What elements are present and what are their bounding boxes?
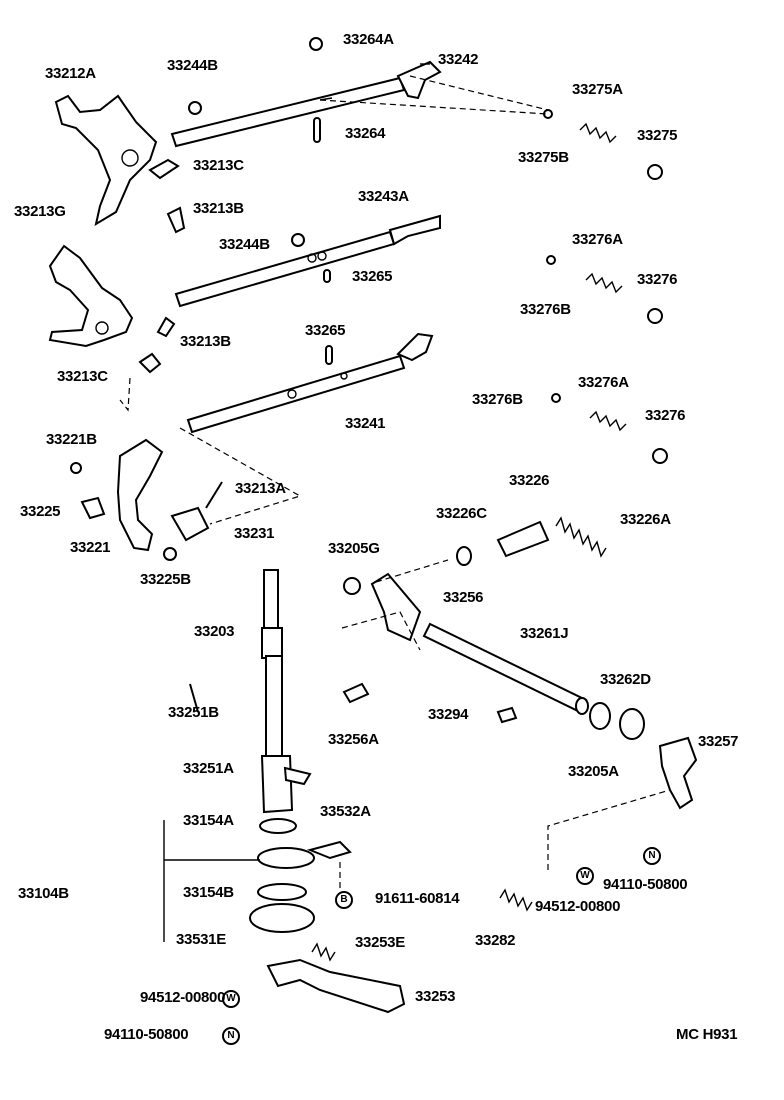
part-label: 33213C <box>57 368 108 385</box>
part-label: 33253 <box>415 988 456 1005</box>
shaft-33261J <box>422 622 589 715</box>
part-label: 33276 <box>645 407 686 424</box>
part-label: 33243A <box>358 188 409 205</box>
part-label: 33275B <box>518 149 569 166</box>
part-label: 33225B <box>140 571 191 588</box>
part-label: 33226A <box>620 511 671 528</box>
circled-n-symbol: N <box>643 847 661 865</box>
part-label: 33203 <box>194 623 235 640</box>
part-label: 33261J <box>520 625 569 642</box>
part-label: 33251A <box>183 760 234 777</box>
part-label: 33282 <box>475 932 516 949</box>
part-label: 33225 <box>20 503 61 520</box>
part-label: 33265 <box>352 268 393 285</box>
springs <box>311 122 627 962</box>
part-label: 33213A <box>235 480 286 497</box>
part-label: 33212A <box>45 65 96 82</box>
part-label: 33256 <box>443 589 484 606</box>
part-label: 33244B <box>167 57 218 74</box>
part-label: 33264 <box>345 125 386 142</box>
part-label: 33294 <box>428 706 469 723</box>
part-label: 94110-50800 <box>104 1026 189 1043</box>
part-label: 94512-00800 <box>535 898 621 915</box>
part-label: 33257 <box>698 733 739 750</box>
part-label: 91611-60814 <box>375 890 460 907</box>
part-label: 33154B <box>183 884 234 901</box>
part-label: 33154A <box>183 812 234 829</box>
part-label: 33213G <box>14 203 66 220</box>
part-label: 33221B <box>46 431 97 448</box>
circled-b-symbol: B <box>335 891 353 909</box>
part-label: 33226 <box>509 472 550 489</box>
part-label: 33205A <box>568 763 619 780</box>
fork-33212A <box>54 94 158 227</box>
part-label: 33244B <box>219 236 270 253</box>
part-label: 33241 <box>345 415 386 432</box>
part-label: 33276 <box>637 271 678 288</box>
part-label: 33213B <box>180 333 231 350</box>
part-label: 33205G <box>328 540 380 557</box>
part-label: 33231 <box>234 525 275 542</box>
part-label: 33275 <box>637 127 678 144</box>
part-label: 33532A <box>320 803 371 820</box>
part-label: 33251B <box>168 704 219 721</box>
circled-w-symbol: W <box>576 867 594 885</box>
circled-n-symbol: N <box>222 1027 240 1045</box>
shift-lever-shaft-33203 <box>260 569 312 814</box>
part-label: 94512-00800 <box>140 989 226 1006</box>
part-label: 33275A <box>572 81 623 98</box>
part-label: 33213B <box>193 200 244 217</box>
leader-lines <box>119 75 671 942</box>
fork-33213G <box>48 244 134 348</box>
part-label: 33226C <box>436 505 487 522</box>
part-label: 33104B <box>18 885 69 902</box>
part-label: 33276B <box>520 301 571 318</box>
part-label: 33276A <box>572 231 623 248</box>
part-label: 33221 <box>70 539 111 556</box>
shaft-33243A <box>174 214 441 308</box>
diagram-code: MC H931 <box>676 1026 738 1043</box>
part-label: 33265 <box>305 322 346 339</box>
part-label: 33213C <box>193 157 244 174</box>
part-label: 33253E <box>355 934 405 951</box>
shaft-33242 <box>170 60 442 148</box>
part-label: 33262D <box>600 671 651 688</box>
part-label: 33276B <box>472 391 523 408</box>
small-parts <box>70 37 698 1014</box>
part-label: 33264A <box>343 31 394 48</box>
part-label: 33256A <box>328 731 379 748</box>
part-label: 94110-50800 <box>603 876 688 893</box>
part-label: 33531E <box>176 931 226 948</box>
shaft-33241 <box>186 332 434 434</box>
part-label: 33242 <box>438 51 479 68</box>
part-label: 33276A <box>578 374 629 391</box>
circled-w-symbol: W <box>222 990 240 1008</box>
